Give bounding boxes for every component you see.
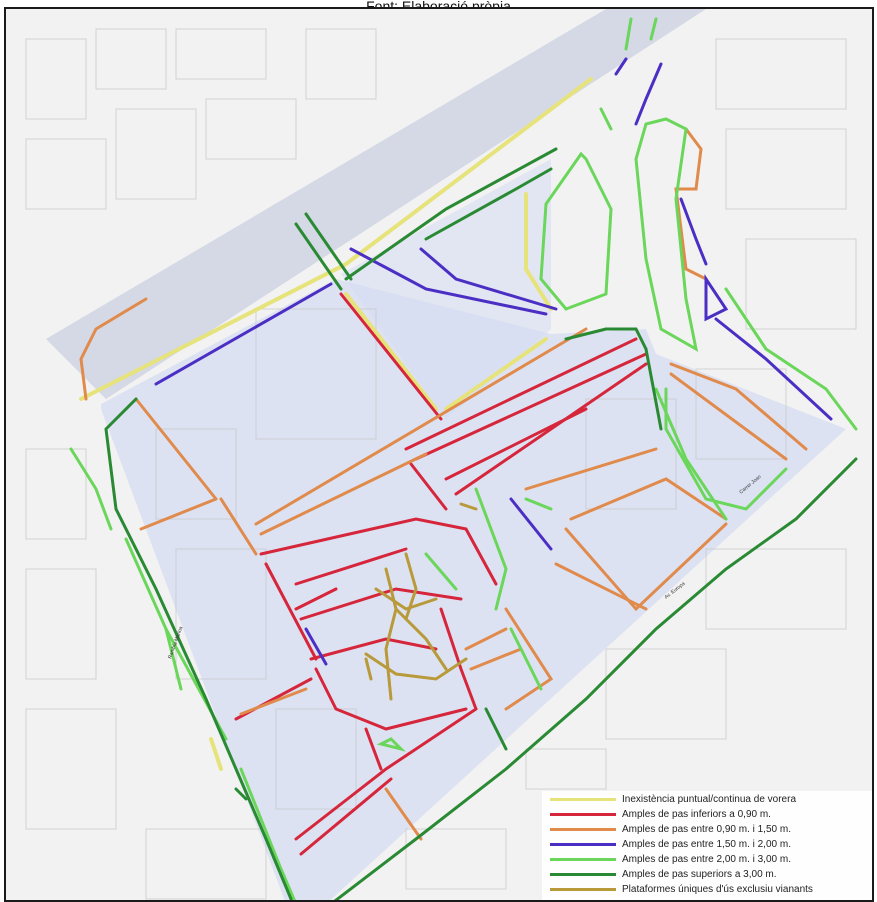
legend-swatch — [550, 798, 616, 801]
legend-item-090-150: Amples de pas entre 0,90 m. i 1,50 m. — [542, 823, 872, 836]
legend-item-over-300: Amples de pas superiors a 3,00 m. — [542, 868, 872, 881]
legend-label: Inexistència puntual/continua de vorera — [622, 794, 797, 805]
legend-swatch — [550, 813, 616, 816]
legend-label: Amples de pas inferiors a 0,90 m. — [622, 809, 771, 820]
legend-label: Amples de pas entre 2,00 m. i 3,00 m. — [622, 854, 791, 865]
legend-item-no-sidewalk: Inexistència puntual/continua de vorera — [542, 793, 872, 806]
legend-item-under-090: Amples de pas inferiors a 0,90 m. — [542, 808, 872, 821]
legend-swatch — [550, 828, 616, 831]
map-legend: Inexistència puntual/continua de vorera … — [542, 791, 872, 900]
map-frame: Rambla Marina Carrer Joan Av. Europa Ine… — [4, 7, 874, 902]
legend-swatch — [550, 843, 616, 846]
legend-item-pedestrian-platform: Plataformes úniques d'ús exclusiu vianan… — [542, 883, 872, 896]
legend-label: Plataformes úniques d'ús exclusiu vianan… — [622, 884, 813, 895]
legend-label: Amples de pas entre 0,90 m. i 1,50 m. — [622, 824, 791, 835]
legend-swatch — [550, 873, 616, 876]
legend-item-200-300: Amples de pas entre 2,00 m. i 3,00 m. — [542, 853, 872, 866]
legend-label: Amples de pas superiors a 3,00 m. — [622, 869, 777, 880]
sidewalk-width-map[interactable]: Rambla Marina Carrer Joan Av. Europa — [6, 9, 874, 902]
legend-swatch — [550, 858, 616, 861]
legend-label: Amples de pas entre 1,50 m. i 2,00 m. — [622, 839, 791, 850]
legend-swatch — [550, 888, 616, 891]
legend-item-150-200: Amples de pas entre 1,50 m. i 2,00 m. — [542, 838, 872, 851]
